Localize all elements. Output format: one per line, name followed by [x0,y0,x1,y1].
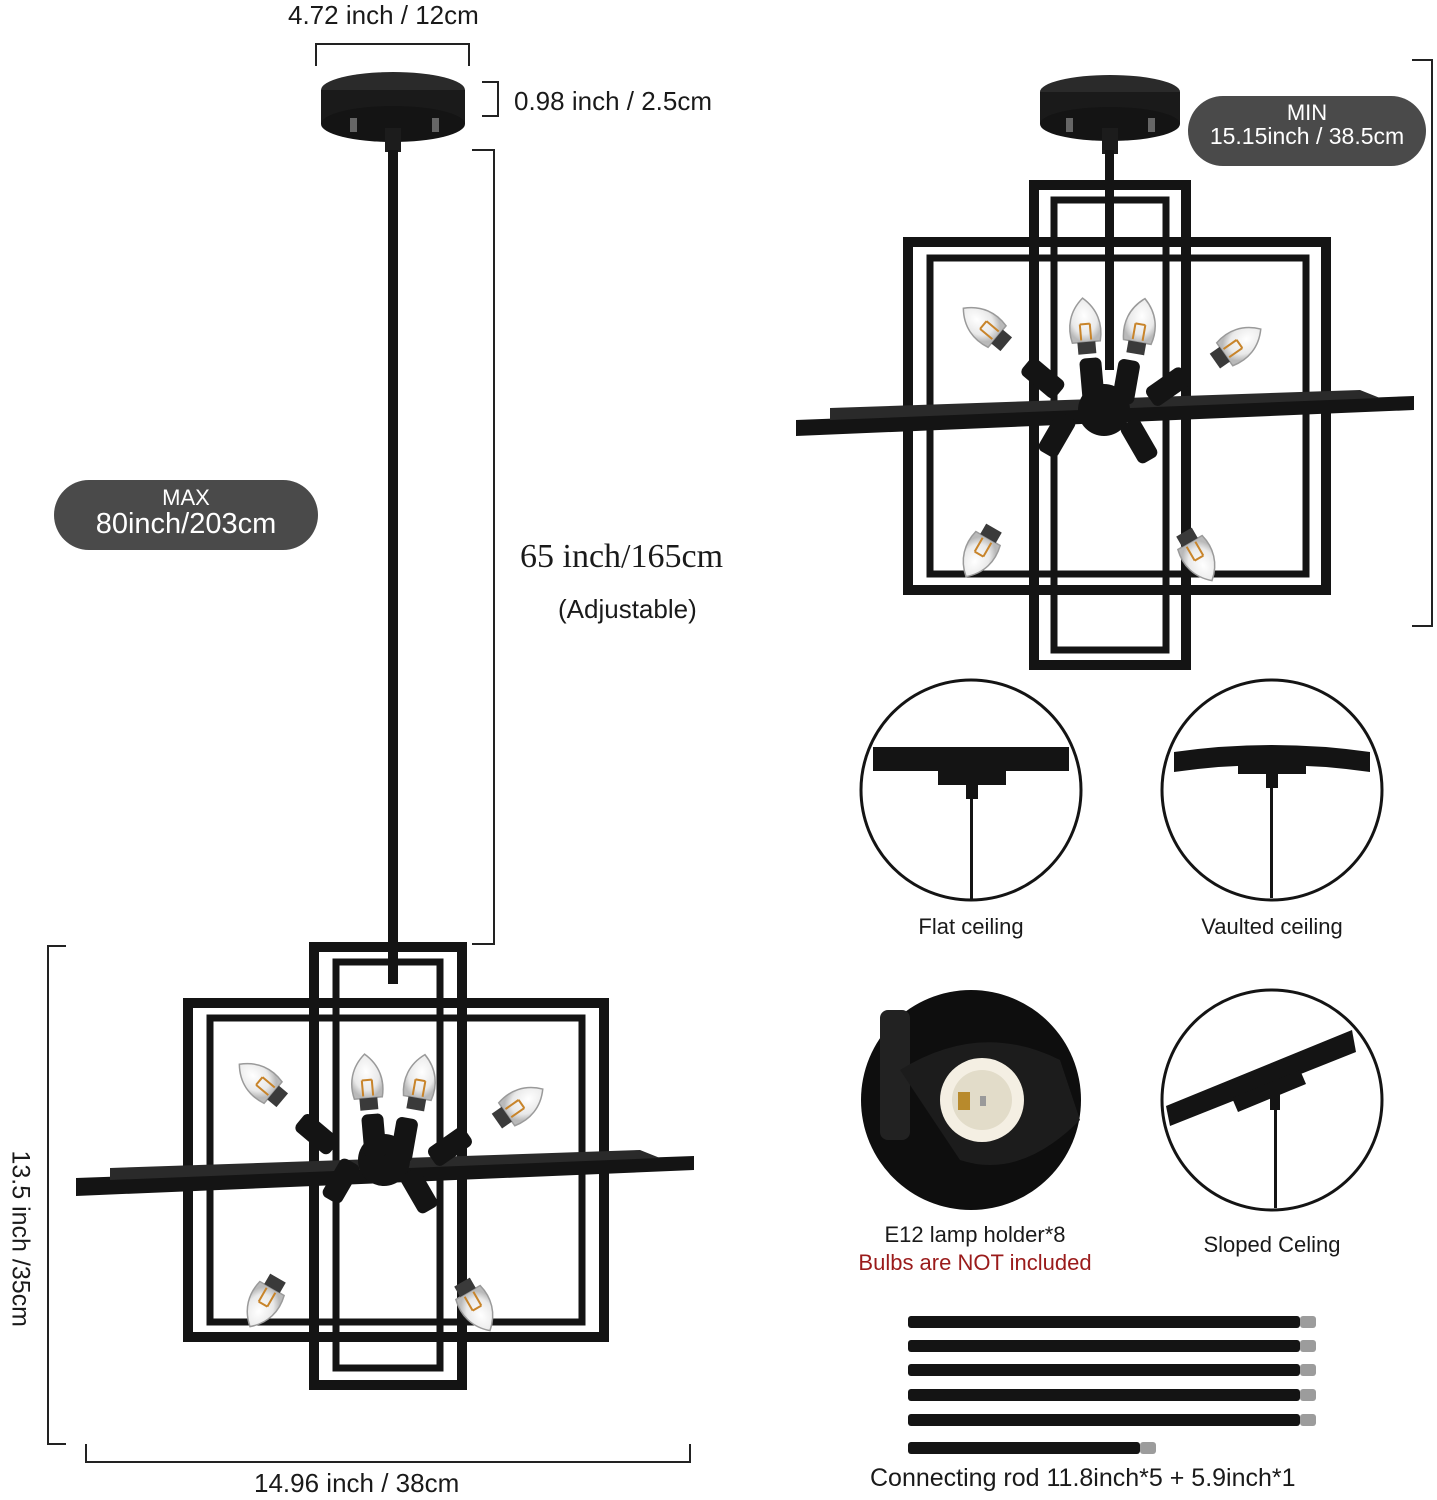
rod-adjustable-note: (Adjustable) [558,594,697,624]
rod-long [908,1389,1316,1401]
canopy-height-bracket [482,81,499,117]
canopy-width-bracket [315,43,470,66]
sloped-ceiling-diagram [1160,988,1384,1212]
canopy-height-label: 0.98 inch / 2.5cm [514,86,712,116]
canopy-width-label: 4.72 inch / 12cm [288,0,479,30]
max-length-badge: MAX 80inch/203cm [54,480,318,550]
connecting-rods [908,1316,1316,1454]
connecting-rod-caption: Connecting rod 11.8inch*5 + 5.9inch*1 [870,1464,1296,1492]
lamp-holder-caption: E12 lamp holder*8 [884,1222,1066,1247]
min-height-bracket [1412,59,1433,627]
fixture-width-label: 14.96 inch / 38cm [254,1468,460,1498]
rod-long [908,1340,1316,1352]
max-badge-value: 80inch/203cm [95,508,277,541]
rod-length-bracket [472,149,495,945]
rod-long [908,1414,1316,1426]
rod-length-label: 65 inch/165cm [520,538,724,575]
rod-short [908,1442,1156,1454]
min-badge-label: MIN [1286,100,1328,125]
rod-long [908,1316,1316,1328]
fixture-width-bracket [85,1444,691,1463]
min-length-badge: MIN 15.15inch / 38.5cm [1188,96,1426,166]
vaulted-ceiling-caption: Vaulted ceiling [1201,914,1343,939]
fixture-height-label: 13.5 inch /35cm [6,1150,35,1328]
min-badge-value: 15.15inch / 38.5cm [1209,123,1405,150]
flat-ceiling-caption: Flat ceiling [918,914,1024,939]
pendant-fixture-compact [796,75,1414,670]
rod-long [908,1364,1316,1376]
max-badge-label: MAX [162,485,210,510]
vaulted-ceiling-diagram [1160,678,1384,902]
sloped-ceiling-caption: Sloped Celing [1203,1232,1341,1257]
bulbs-warning: Bulbs are NOT included [858,1250,1092,1275]
lamp-holder-closeup [861,990,1081,1210]
fixture-height-bracket [47,945,66,1445]
pendant-fixture-extended [76,72,694,1390]
flat-ceiling-diagram [859,678,1083,902]
